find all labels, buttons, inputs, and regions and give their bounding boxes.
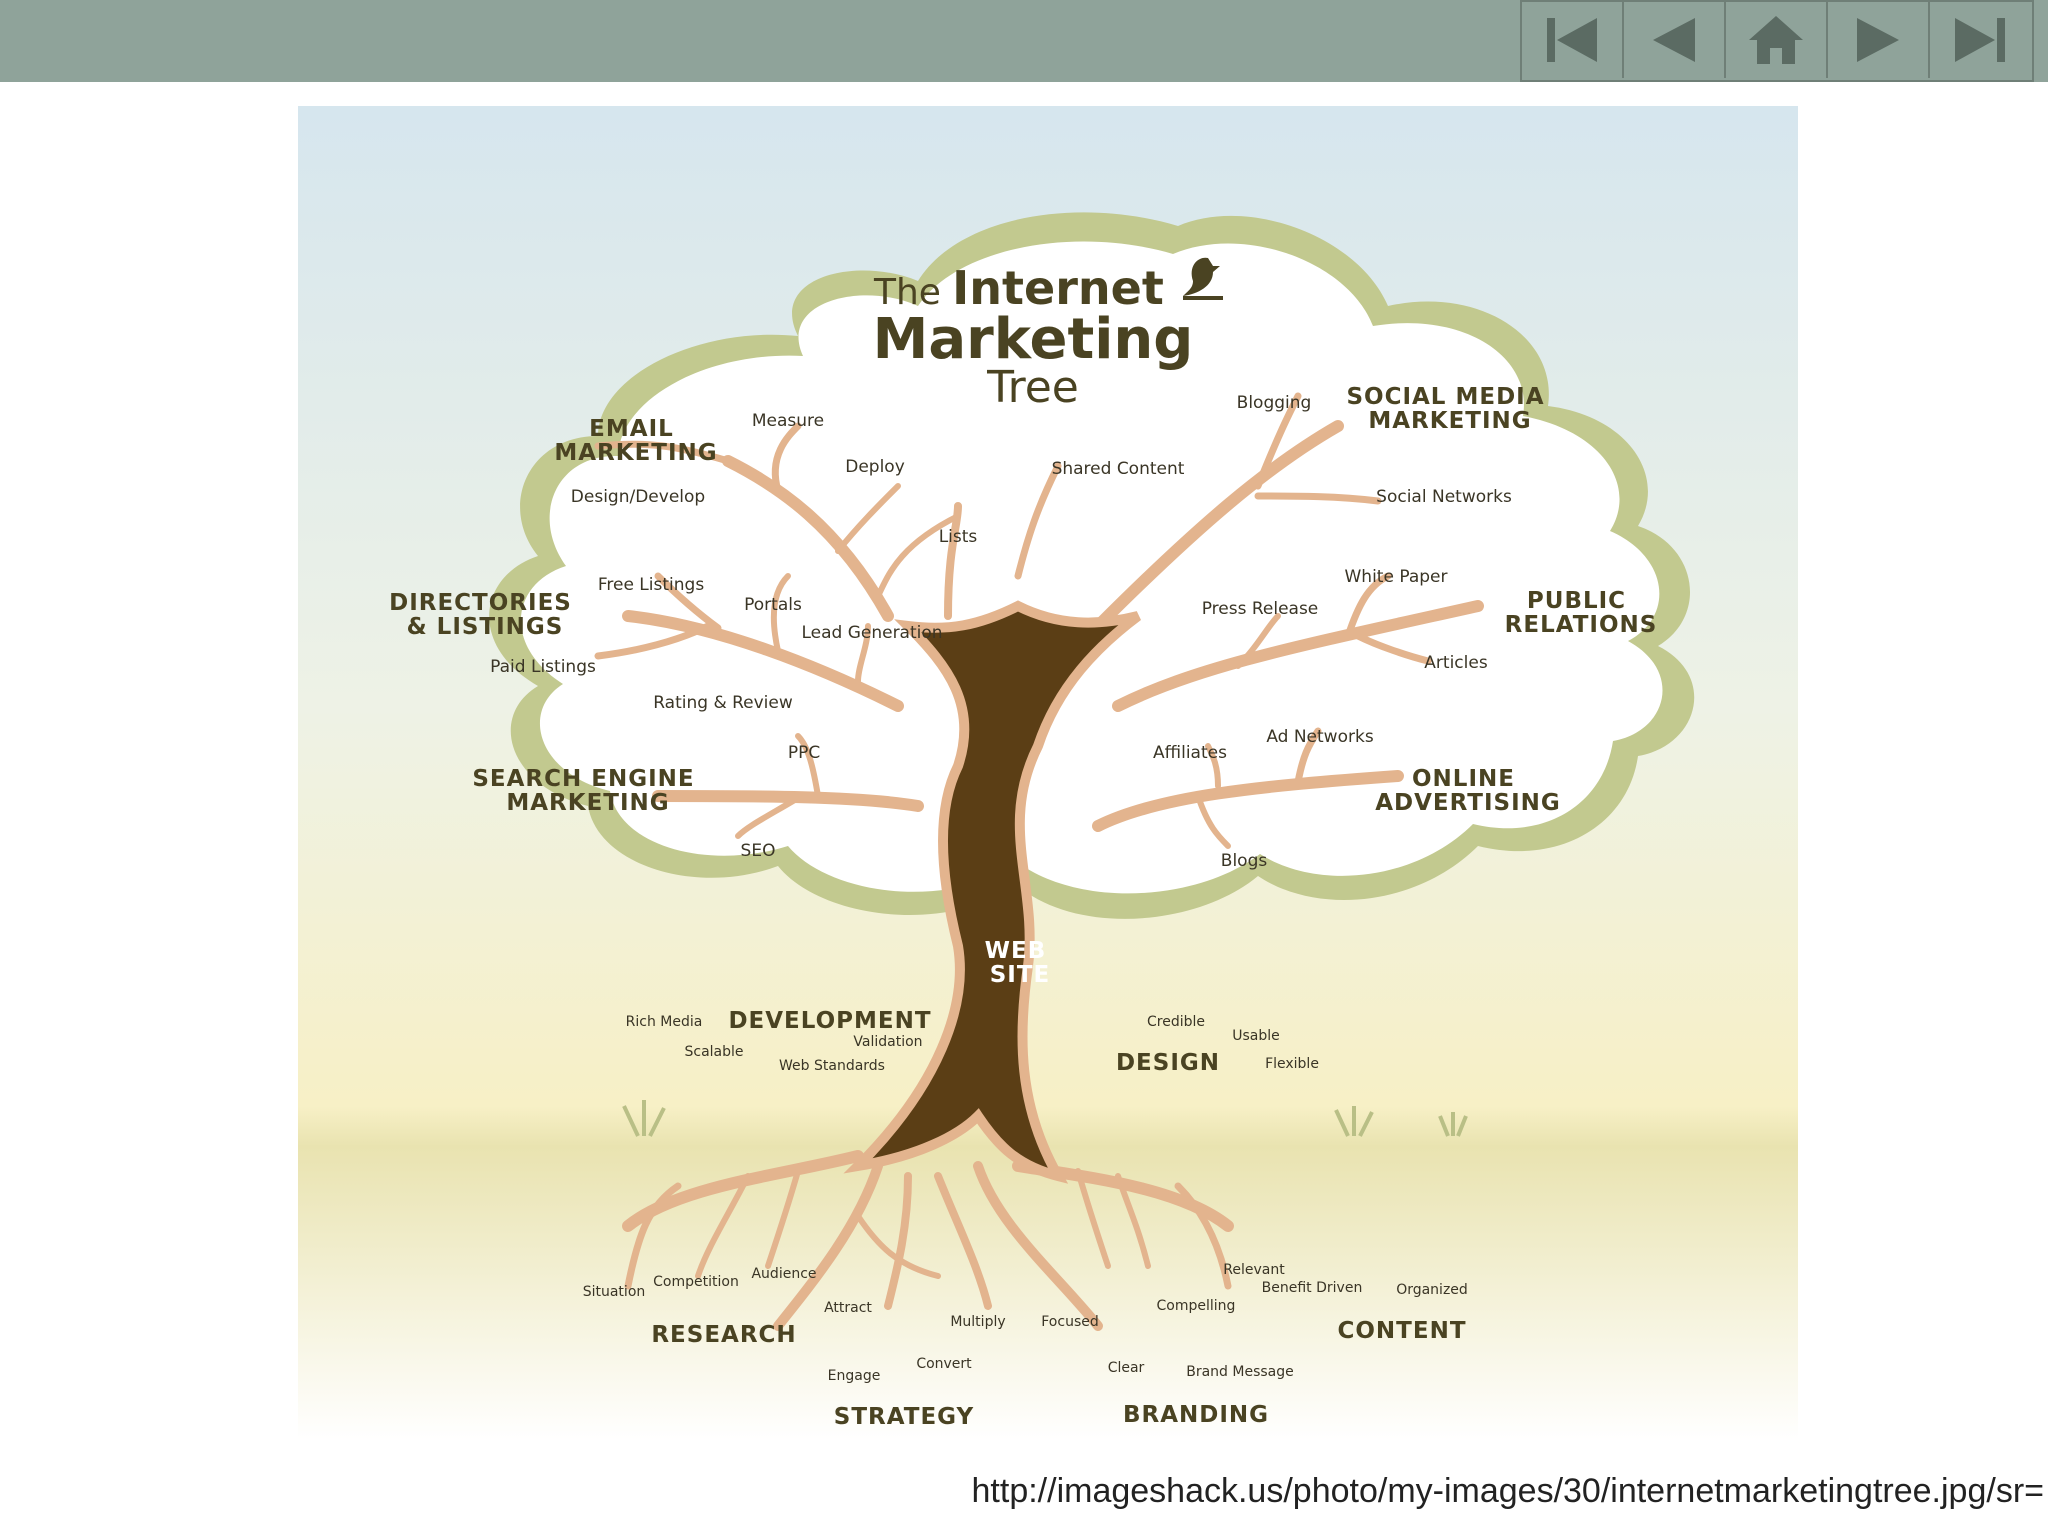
branch-item-lead-generation: Lead Generation	[801, 623, 942, 643]
branch-item-press-release: Press Release	[1202, 599, 1319, 619]
arrow-left-icon	[1653, 18, 1695, 62]
strategy-item-engage: Engage	[828, 1368, 881, 1384]
branch-item-articles: Articles	[1424, 653, 1488, 673]
development-item-validation: Validation	[853, 1034, 922, 1050]
bird-icon	[1183, 257, 1223, 300]
design-label: DESIGN	[1116, 1050, 1220, 1076]
strategy-item-multiply: Multiply	[950, 1314, 1005, 1330]
tree-branches	[594, 392, 1484, 849]
branding-label: BRANDING	[1123, 1402, 1269, 1428]
branch-item-deploy: Deploy	[845, 457, 905, 477]
branch-item-free-listings: Free Listings	[598, 575, 704, 595]
branch-item-blogging: Blogging	[1237, 393, 1312, 413]
development-item-scalable: Scalable	[684, 1044, 743, 1060]
branch-item-measure: Measure	[752, 411, 824, 431]
title-the: The	[873, 272, 941, 313]
slide-navigation	[1520, 0, 2034, 82]
tree-trunk	[843, 600, 1142, 1184]
directories-listings-label: DIRECTORIES & LISTINGS	[389, 590, 581, 640]
research-item-audience: Audience	[751, 1266, 816, 1282]
branch-item-affiliates: Affiliates	[1153, 743, 1227, 763]
branding-item-compelling: Compelling	[1157, 1298, 1236, 1314]
branding-item-clear: Clear	[1108, 1360, 1145, 1376]
public-relations-label: PUBLIC RELATIONS	[1505, 588, 1658, 638]
strategy-item-convert: Convert	[916, 1356, 972, 1372]
branch-item-portals: Portals	[744, 595, 802, 615]
branch-item-paid-listings: Paid Listings	[490, 657, 596, 677]
grass-tufts	[622, 1100, 1468, 1137]
design-item-credible: Credible	[1147, 1014, 1205, 1030]
strategy-label: STRATEGY	[834, 1404, 974, 1430]
branch-item-seo: SEO	[741, 841, 776, 861]
search-engine-marketing-label: SEARCH ENGINE MARKETING	[472, 766, 703, 816]
skip-to-end-icon	[1955, 18, 2005, 62]
strategy-item-attract: Attract	[824, 1300, 872, 1316]
development-item-web-standards: Web Standards	[779, 1058, 885, 1074]
branch-item-rating-review: Rating & Review	[653, 693, 793, 713]
tree-canopy	[489, 212, 1695, 919]
content-item-organized: Organized	[1396, 1282, 1468, 1298]
title-internet: Internet	[952, 261, 1164, 315]
last-slide-button[interactable]	[1930, 2, 2030, 78]
branch-item-ad-networks: Ad Networks	[1266, 727, 1374, 747]
design-item-flexible: Flexible	[1265, 1056, 1319, 1072]
home-icon	[1749, 16, 1803, 64]
branch-item-blogs: Blogs	[1221, 851, 1268, 871]
diagram-title: The Internet	[873, 261, 1164, 315]
research-item-competition: Competition	[653, 1274, 739, 1290]
content-item-benefit-driven: Benefit Driven	[1262, 1280, 1363, 1296]
branch-item-white-paper: White Paper	[1345, 567, 1448, 587]
next-slide-button[interactable]	[1828, 2, 1930, 78]
home-button[interactable]	[1726, 2, 1828, 78]
content-label: CONTENT	[1337, 1318, 1466, 1344]
arrow-right-icon	[1857, 18, 1899, 62]
branding-item-brand-message: Brand Message	[1186, 1364, 1294, 1380]
branch-item-design-develop: Design/Develop	[571, 487, 705, 507]
branch-item-lists: Lists	[939, 527, 978, 547]
title-tree: Tree	[986, 362, 1079, 413]
design-item-usable: Usable	[1232, 1028, 1280, 1044]
online-advertising-label: ONLINE ADVERTISING	[1375, 766, 1561, 816]
email-marketing-label: EMAIL MARKETING	[554, 416, 717, 466]
first-slide-button[interactable]	[1522, 2, 1624, 78]
development-label: DEVELOPMENT	[728, 1008, 931, 1034]
previous-slide-button[interactable]	[1624, 2, 1726, 78]
top-bar	[0, 0, 2048, 82]
title-marketing: Marketing	[873, 307, 1194, 372]
content-item-relevant: Relevant	[1223, 1262, 1285, 1278]
internet-marketing-tree-diagram: The Internet Marketing Tree EMAIL MARKET…	[298, 106, 1798, 1440]
skip-to-start-icon	[1547, 18, 1597, 62]
image-source-url: http://imageshack.us/photo/my-images/30/…	[971, 1472, 2044, 1510]
branch-item-shared-content: Shared Content	[1052, 459, 1185, 479]
branch-item-ppc: PPC	[788, 743, 820, 763]
development-item-rich-media: Rich Media	[626, 1014, 703, 1030]
social-media-marketing-label: SOCIAL MEDIA MARKETING	[1346, 384, 1553, 434]
branding-item-focused: Focused	[1041, 1314, 1098, 1330]
research-label: RESEARCH	[651, 1322, 796, 1348]
web-site-label: WEB SITE	[985, 938, 1056, 988]
research-item-situation: Situation	[583, 1284, 646, 1300]
branch-item-social-networks: Social Networks	[1376, 487, 1512, 507]
